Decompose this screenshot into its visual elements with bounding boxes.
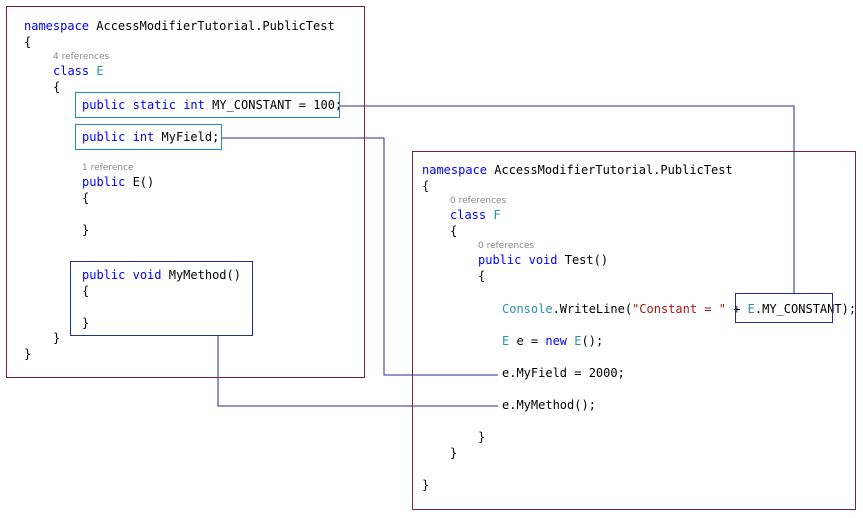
keyword: int <box>183 98 205 112</box>
string-literal: "Constant = " <box>632 302 726 316</box>
codelens-references[interactable]: 0 references <box>450 196 507 206</box>
right-code-panel <box>412 151 856 510</box>
constructor-declaration: public E() <box>82 174 154 190</box>
brace: } <box>53 331 61 345</box>
class-f-declaration: class F <box>450 207 501 223</box>
keyword: int <box>132 130 155 144</box>
keyword: namespace <box>24 19 90 33</box>
keyword: class <box>53 64 90 78</box>
method-rest: MyMethod() <box>161 268 241 282</box>
brace: { <box>422 179 430 193</box>
call-text: .WriteLine( <box>552 302 633 316</box>
statement-end: ); <box>841 302 857 316</box>
type-name: E <box>747 302 755 316</box>
brace: { <box>450 224 458 238</box>
brace: { <box>53 80 61 94</box>
brace: } <box>450 446 458 460</box>
brace: } <box>422 478 430 492</box>
keyword: namespace <box>422 163 488 177</box>
test-method-declaration: public void Test() <box>478 252 608 268</box>
keyword: static <box>132 98 176 112</box>
brace: } <box>24 347 32 361</box>
keyword: public <box>478 253 522 267</box>
type-name: E <box>502 334 510 348</box>
method-call-statement: e.MyMethod(); <box>502 398 596 412</box>
member-access: .MY_CONSTANT <box>754 302 842 316</box>
namespace-name: AccessModifierTutorial.PublicTest <box>89 19 335 33</box>
field-rest: MyField; <box>154 130 220 144</box>
codelens-references[interactable]: 1 reference <box>82 163 134 173</box>
brace: { <box>82 284 90 298</box>
field-declaration: public int MyField; <box>82 129 219 145</box>
method-declaration: public void MyMethod() <box>82 267 241 283</box>
codelens-references[interactable]: 4 references <box>53 52 110 62</box>
type-name: Console <box>502 302 553 316</box>
statement-end: (); <box>581 334 604 348</box>
test-rest: Test() <box>557 253 609 267</box>
brace: } <box>478 430 486 444</box>
type-name: E <box>574 334 582 348</box>
keyword: void <box>528 253 558 267</box>
brace: { <box>478 269 486 283</box>
keyword: class <box>450 208 487 222</box>
variable-text: e = <box>509 334 546 348</box>
type-name: F <box>493 208 501 222</box>
constant-declaration: public static int MY_CONSTANT = 100; <box>82 97 342 113</box>
class-e-declaration: class E <box>53 63 104 79</box>
codelens-references[interactable]: 0 references <box>478 241 535 251</box>
keyword: public <box>82 268 126 282</box>
type-name: E <box>96 64 104 78</box>
brace: } <box>82 316 90 330</box>
keyword: public <box>82 98 126 112</box>
console-writeline-statement: Console.WriteLine("Constant = " + E.MY_C… <box>502 301 856 317</box>
keyword: public <box>82 175 126 189</box>
constant-rest: MY_CONSTANT = 100; <box>204 98 343 112</box>
operator: + <box>725 302 748 316</box>
method-connector <box>217 336 498 407</box>
brace: } <box>82 223 90 237</box>
keyword: void <box>132 268 162 282</box>
brace: { <box>24 35 32 49</box>
keyword: public <box>82 130 126 144</box>
field-connector <box>222 137 498 376</box>
new-instance-statement: E e = new E(); <box>502 333 603 349</box>
left-code-panel <box>6 6 365 378</box>
constant-connector <box>340 105 795 293</box>
namespace-name: AccessModifierTutorial.PublicTest <box>487 163 733 177</box>
keyword: new <box>545 334 568 348</box>
left-namespace-line: namespace AccessModifierTutorial.PublicT… <box>24 18 335 34</box>
brace: { <box>82 191 90 205</box>
constructor-rest: E() <box>125 175 155 189</box>
right-namespace-line: namespace AccessModifierTutorial.PublicT… <box>422 162 733 178</box>
field-assignment-statement: e.MyField = 2000; <box>502 366 625 380</box>
